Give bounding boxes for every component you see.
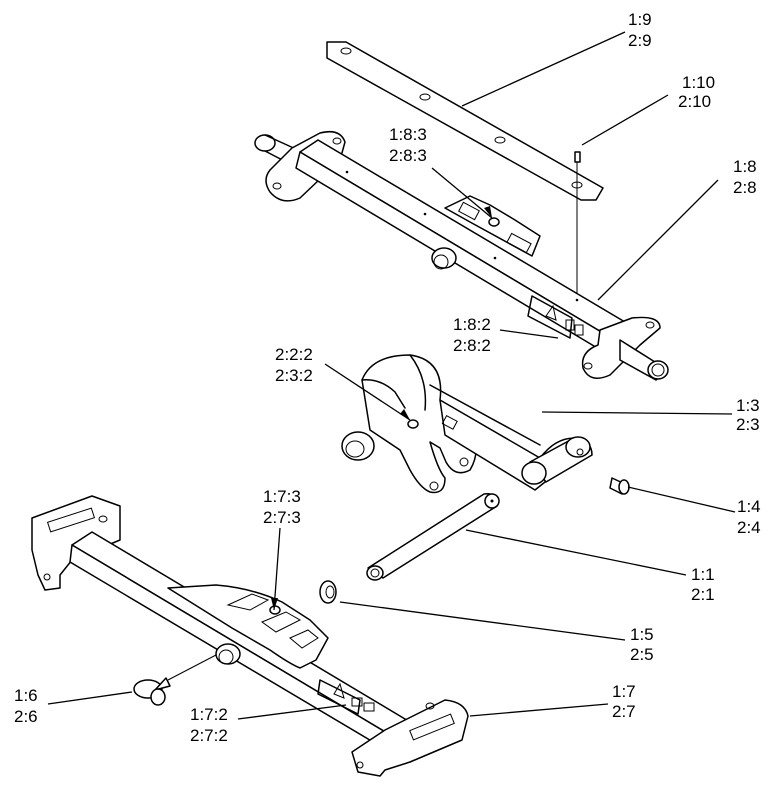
pin-part [366, 493, 500, 581]
leader-lines [47, 31, 736, 720]
callout-1-8-3: 1:8:3 [389, 125, 427, 144]
screw-part [574, 151, 581, 305]
callout-1-3: 1:3 [736, 396, 760, 415]
callout-2-7: 2:7 [612, 702, 636, 721]
callout-1-7-3: 1:7:3 [263, 487, 301, 506]
callout-2-2-2: 2:2:2 [275, 345, 313, 364]
callout-1-8-2: 1:8:2 [453, 315, 491, 334]
callout-2-1: 2:1 [691, 585, 715, 604]
callout-1-7: 1:7 [612, 682, 636, 701]
callout-1-8: 1:8 [733, 157, 757, 176]
callout-2-8: 2:8 [733, 178, 757, 197]
callout-1-4: 1:4 [737, 497, 761, 516]
callout-1-5: 1:5 [630, 625, 654, 644]
callout-1-10: 1:10 [682, 73, 715, 92]
callout-2-10: 2:10 [678, 92, 711, 111]
callout-labels: 1:9 2:9 1:10 2:10 1:8:3 2:8:3 1:8 2:8 1:… [14, 10, 761, 745]
washer-part [319, 580, 337, 604]
callout-2-5: 2:5 [630, 645, 654, 664]
callout-2-6: 2:6 [14, 707, 38, 726]
callout-1-6: 1:6 [14, 686, 38, 705]
lift-arm-part [341, 354, 593, 494]
callout-2-8-2: 2:8:2 [453, 336, 491, 355]
callout-2-3: 2:3 [736, 415, 760, 434]
hitch-pin-part [133, 654, 217, 706]
callout-1-9: 1:9 [628, 10, 652, 29]
flat-bar-part [326, 41, 604, 201]
callout-2-9: 2:9 [628, 31, 652, 50]
callout-2-7-3: 2:7:3 [263, 508, 301, 527]
callout-2-4: 2:4 [737, 518, 761, 537]
bolt-part [609, 477, 630, 495]
lower-frame-part [31, 495, 469, 777]
upper-tube-part [254, 130, 669, 381]
callout-1-1: 1:1 [691, 565, 715, 584]
callout-2-7-2: 2:7:2 [190, 726, 228, 745]
callout-1-7-2: 1:7:2 [190, 705, 228, 724]
callout-2-8-3: 2:8:3 [389, 146, 427, 165]
callout-2-3-2: 2:3:2 [275, 366, 313, 385]
